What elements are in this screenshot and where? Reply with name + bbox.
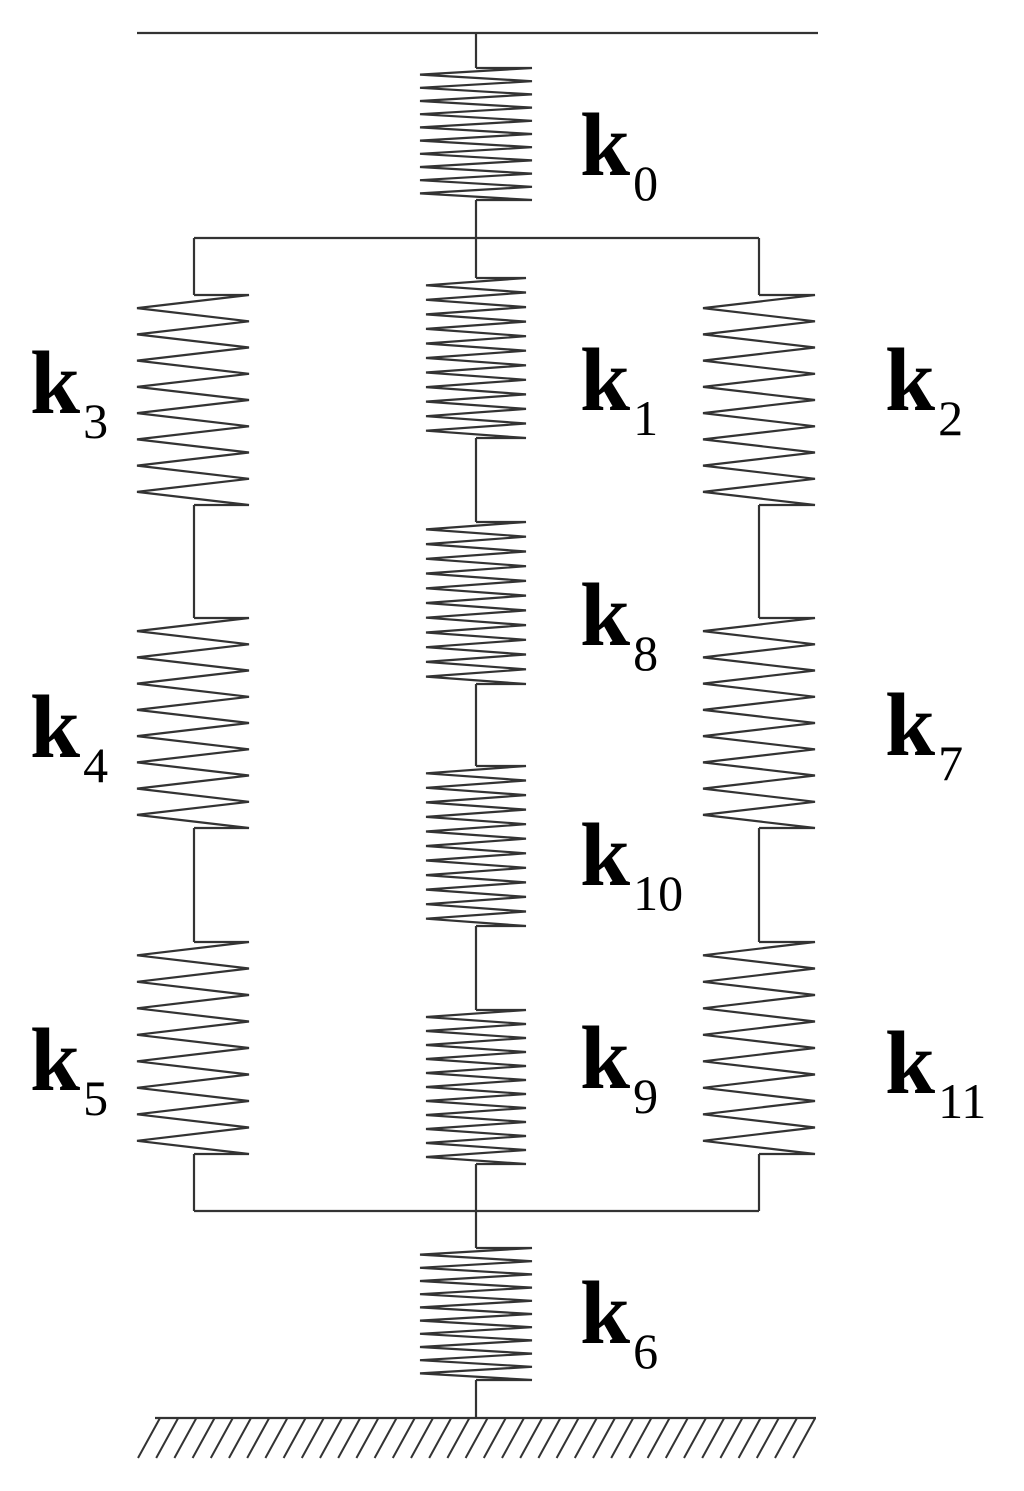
spring-k5 [136,940,250,1156]
ground-hatch-mark [537,1417,562,1459]
label-k3-subscript: 3 [83,393,108,449]
ground-hatch-mark [519,1417,544,1459]
ground-hatch-mark [573,1417,598,1459]
ground-hatch-mark [482,1417,507,1459]
ground-hatching [137,1417,817,1459]
ground-hatch-mark [300,1417,325,1459]
label-k3: k3 [30,334,108,449]
ground-hatch-mark [391,1417,416,1459]
label-k2-subscript: 2 [938,390,963,446]
label-k11-letter: k [885,1014,935,1113]
spring-k2 [702,293,816,507]
spring-k0 [419,66,533,202]
spring-k4 [136,616,250,830]
label-k4-subscript: 4 [83,737,108,793]
label-k2: k2 [885,331,963,446]
spring-k10 [425,764,527,928]
label-k1-subscript: 1 [633,390,658,446]
label-k8: k8 [580,566,658,681]
ground-hatch-mark [792,1417,817,1459]
ground-hatch-mark [155,1417,180,1459]
ground-hatch-mark [646,1417,671,1459]
ground-hatch-mark [610,1417,635,1459]
label-k4-letter: k [30,678,80,777]
ground-hatch-mark [464,1417,489,1459]
ground-hatch-mark [701,1417,726,1459]
label-k5-subscript: 5 [83,1070,108,1126]
spring-k6 [419,1246,533,1382]
label-k7-subscript: 7 [938,735,963,791]
label-k11-subscript: 11 [938,1073,986,1129]
ground-hatch-mark [737,1417,762,1459]
ground-hatch-mark [355,1417,380,1459]
label-k1-letter: k [580,331,630,430]
ground-hatch-mark [501,1417,525,1459]
label-k5-letter: k [30,1011,80,1110]
ground-hatch-mark [228,1417,252,1459]
spring-k9 [425,1008,527,1166]
label-k9-letter: k [580,1009,630,1108]
label-k7: k7 [885,676,963,791]
label-k5: k5 [30,1011,108,1126]
ground-hatch-mark [209,1417,234,1459]
label-k3-letter: k [30,334,80,433]
label-k7-letter: k [885,676,935,775]
label-k10-letter: k [580,806,630,905]
label-k4: k4 [30,678,108,793]
ground-hatch-mark [446,1417,471,1459]
spring-k1 [425,276,527,440]
label-k11: k11 [885,1014,986,1129]
ground-hatch-mark [410,1417,434,1459]
label-k10: k10 [580,806,683,921]
ground-hatch-mark [628,1417,653,1459]
label-k0: k0 [580,96,658,211]
label-k6-subscript: 6 [633,1323,658,1379]
label-k9-subscript: 9 [633,1068,658,1124]
ground-hatch-mark [664,1417,689,1459]
ground-hatch-mark [683,1417,707,1459]
ground-hatch-mark [246,1417,271,1459]
ground-hatch-mark [282,1417,307,1459]
label-k1: k1 [580,331,658,446]
label-k0-letter: k [580,96,630,195]
label-k8-letter: k [580,566,630,665]
spring-k11 [702,940,816,1156]
label-k9: k9 [580,1009,658,1124]
ground-hatch-mark [555,1417,580,1459]
ground-hatch-mark [337,1417,362,1459]
ground-hatch-mark [755,1417,780,1459]
ground-hatch-mark [373,1417,398,1459]
label-k8-subscript: 8 [633,625,658,681]
label-k6: k6 [580,1264,658,1379]
ground-hatch-mark [191,1417,216,1459]
ground-hatch-mark [719,1417,744,1459]
spring-k3 [136,293,250,507]
label-k0-subscript: 0 [633,155,658,211]
ground-hatch-mark [774,1417,798,1459]
label-k6-letter: k [580,1264,630,1363]
ground-hatch-mark [428,1417,453,1459]
ground-hatch-mark [137,1417,161,1459]
label-k10-subscript: 10 [633,865,683,921]
ground-hatch-mark [173,1417,198,1459]
ground-hatch-mark [319,1417,343,1459]
label-k2-letter: k [885,331,935,430]
spring-k8 [425,520,527,686]
ground-hatch-mark [592,1417,616,1459]
spring-k7 [702,616,816,830]
ground-hatch-mark [264,1417,289,1459]
